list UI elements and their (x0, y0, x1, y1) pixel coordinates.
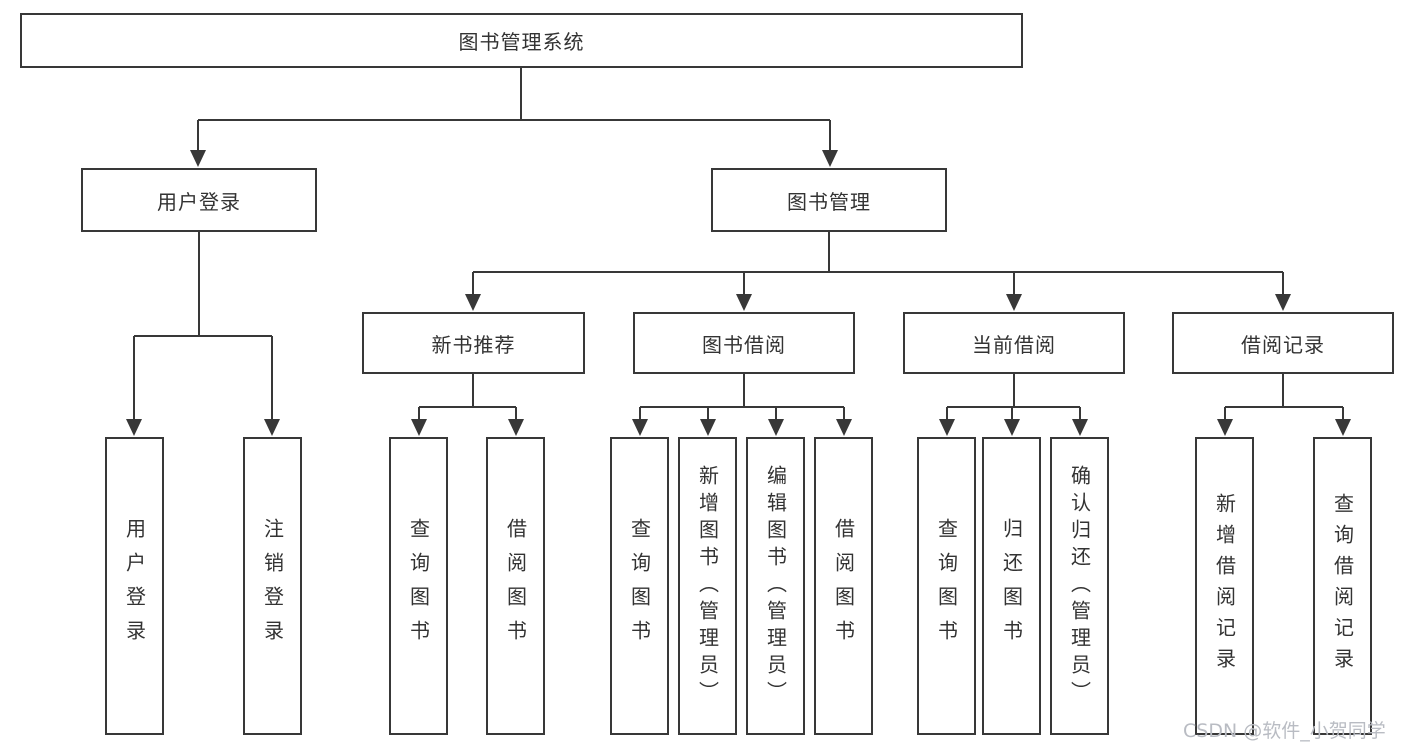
leaf-query-borrow-record: 查询借阅记录 (1313, 437, 1372, 735)
node-book-borrow-label: 图书借阅 (702, 332, 786, 357)
leaf-confirm-return-admin: 确认归还（管理员） (1050, 437, 1109, 735)
leaf-return-books: 归还图书 (982, 437, 1041, 735)
node-current-borrow-label: 当前借阅 (972, 332, 1056, 357)
leaf-add-borrow-record-label: 新增借阅记录 (1212, 493, 1237, 679)
connector-borrow-records-group (1224, 374, 1344, 420)
leaf-add-books-admin-label: 新增图书（管理员） (695, 464, 720, 708)
leaf-recommend-query-books-label: 查询图书 (406, 518, 431, 654)
leaf-confirm-return-admin-label: 确认归还（管理员） (1067, 464, 1092, 708)
leaf-user-login: 用户登录 (105, 437, 164, 735)
node-book-management-label: 图书管理 (787, 189, 871, 214)
leaf-query-borrow-record-label: 查询借阅记录 (1330, 493, 1355, 679)
node-book-management: 图书管理 (711, 168, 947, 232)
leaf-user-login-label: 用户登录 (122, 518, 147, 654)
leaf-logout-label: 注销登录 (260, 518, 285, 654)
leaf-return-books-label: 归还图书 (999, 518, 1024, 654)
leaf-borrow-books-label: 借阅图书 (831, 518, 856, 654)
csdn-watermark: CSDN @软件_小贺同学 (1183, 720, 1386, 742)
leaf-recommend-borrow-books: 借阅图书 (486, 437, 545, 735)
leaf-borrow-query-books: 查询图书 (610, 437, 669, 735)
connector-book-borrow-group (639, 374, 845, 420)
leaf-edit-books-admin-label: 编辑图书（管理员） (763, 464, 788, 708)
leaf-current-query-books-label: 查询图书 (934, 518, 959, 654)
leaf-borrow-query-books-label: 查询图书 (627, 518, 652, 654)
connector-root-to-level2 (197, 67, 831, 152)
leaf-recommend-query-books: 查询图书 (389, 437, 448, 735)
connector-book-management-to-groups (472, 232, 1284, 295)
leaf-recommend-borrow-books-label: 借阅图书 (503, 518, 528, 654)
connector-new-book-group (418, 374, 517, 420)
leaf-borrow-books: 借阅图书 (814, 437, 873, 735)
node-borrow-records: 借阅记录 (1172, 312, 1394, 374)
node-new-book-recommend: 新书推荐 (362, 312, 585, 374)
connector-user-login-to-leaves (133, 232, 273, 420)
node-root: 图书管理系统 (20, 13, 1023, 68)
leaf-add-borrow-record: 新增借阅记录 (1195, 437, 1254, 735)
leaf-add-books-admin: 新增图书（管理员） (678, 437, 737, 735)
leaf-current-query-books: 查询图书 (917, 437, 976, 735)
node-book-borrow: 图书借阅 (633, 312, 855, 374)
node-user-login: 用户登录 (81, 168, 317, 232)
node-user-login-label: 用户登录 (157, 189, 241, 214)
leaf-logout: 注销登录 (243, 437, 302, 735)
connector-current-borrow-group (946, 374, 1081, 420)
leaf-edit-books-admin: 编辑图书（管理员） (746, 437, 805, 735)
node-root-label: 图书管理系统 (458, 30, 585, 54)
node-borrow-records-label: 借阅记录 (1241, 332, 1325, 357)
node-current-borrow: 当前借阅 (903, 312, 1125, 374)
node-new-book-recommend-label: 新书推荐 (431, 332, 516, 357)
